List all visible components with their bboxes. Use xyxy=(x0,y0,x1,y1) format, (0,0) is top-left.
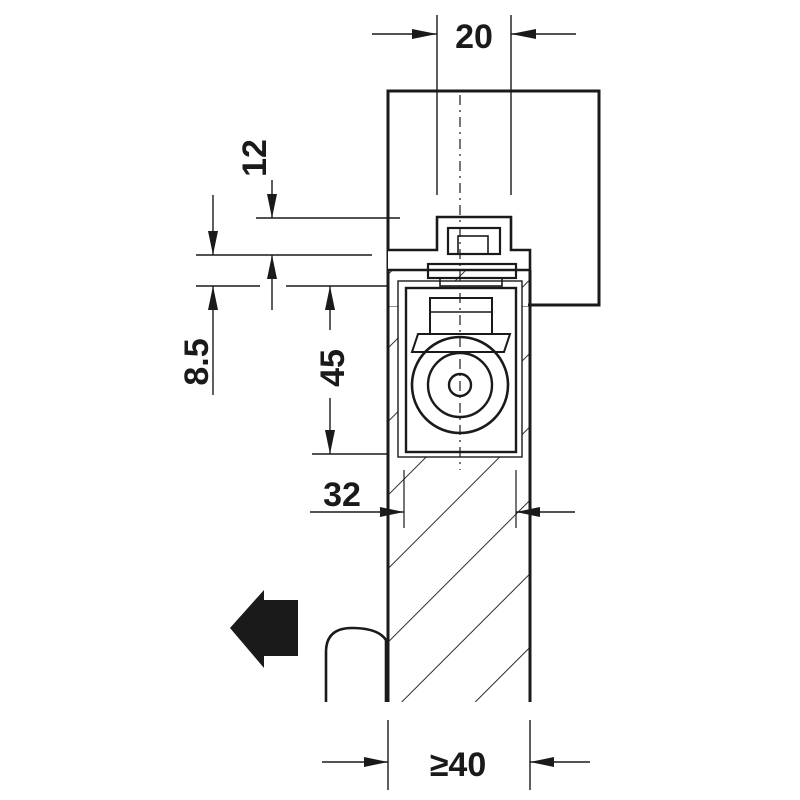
dimension-label-min-40: ≥40 xyxy=(430,746,486,784)
hinge-knuckle xyxy=(324,626,388,702)
dimension-label-8-5: 8.5 xyxy=(178,338,216,385)
dimension-32: 32 xyxy=(310,476,575,517)
dimension-label-45: 45 xyxy=(314,349,352,387)
dimension-8-5: 8.5 xyxy=(178,195,388,395)
dimension-12: 12 xyxy=(236,139,400,219)
arrow-left-icon xyxy=(230,590,298,668)
dimension-min-40: ≥40 xyxy=(322,720,590,790)
dimension-label-20: 20 xyxy=(455,18,493,56)
dimension-label-12: 12 xyxy=(236,139,274,177)
closer-body xyxy=(404,95,518,470)
dimension-45: 45 xyxy=(312,286,388,455)
dimension-label-32: 32 xyxy=(323,476,361,514)
dimension-20: 20 xyxy=(372,15,576,195)
